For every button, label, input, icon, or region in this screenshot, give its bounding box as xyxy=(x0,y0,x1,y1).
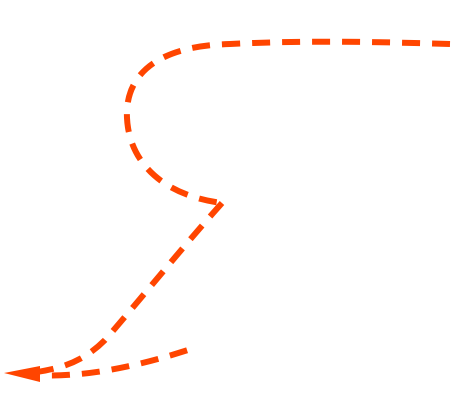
arrowhead-icon xyxy=(4,366,40,382)
connector-diagonal xyxy=(21,201,225,377)
connector-upper-curve xyxy=(123,38,451,206)
dashed-connector[interactable] xyxy=(4,38,451,382)
